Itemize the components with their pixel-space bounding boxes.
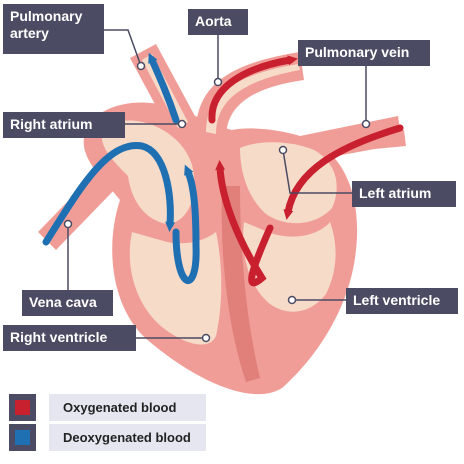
deoxygenated-flow <box>42 52 200 284</box>
aorta-lumen <box>206 64 300 134</box>
label-vena-cava-text: Vena cava <box>29 294 97 310</box>
leader-lines <box>67 29 367 339</box>
oxygenated-flow <box>208 55 404 287</box>
leader-dots <box>63 61 371 343</box>
label-vena-cava: Vena cava <box>22 290 113 316</box>
label-pulmonary-vein-text: Pulmonary vein <box>305 44 410 60</box>
label-aorta-text: Aorta <box>195 13 232 29</box>
legend-item-deoxygenated: Deoxygenated blood <box>9 424 206 451</box>
aorta-arrow <box>208 55 298 124</box>
label-left-ventricle: Left ventricle <box>346 288 458 314</box>
vena-cava-vessel <box>38 168 118 250</box>
septum <box>221 186 260 382</box>
legend-item-oxygenated: Oxygenated blood <box>9 394 206 421</box>
label-aorta: Aorta <box>188 9 248 35</box>
vena-cava-arrow <box>42 142 176 246</box>
legend-label-deoxygenated: Deoxygenated blood <box>49 424 206 451</box>
pulmonary-artery-arrow <box>148 52 180 124</box>
oxygenated-swatch <box>9 394 36 421</box>
pulmonary-vein-arrow <box>283 124 404 220</box>
label-left-atrium-text: Left atrium <box>359 185 432 201</box>
label-pulmonary-artery: Pulmonary artery <box>3 4 104 54</box>
label-right-ventricle-text: Right ventricle <box>10 329 108 345</box>
label-left-ventricle-text: Left ventricle <box>353 292 441 308</box>
label-right-ventricle: Right ventricle <box>3 325 136 351</box>
right-ventricle-arrow <box>172 164 200 284</box>
legend-label-oxygenated: Oxygenated blood <box>49 394 206 421</box>
label-right-atrium: Right atrium <box>3 112 125 138</box>
label-pulmonary-artery-text: Pulmonary artery <box>10 8 83 41</box>
label-right-atrium-text: Right atrium <box>10 116 93 132</box>
left-ventricle-arrow <box>215 160 274 287</box>
label-pulmonary-vein: Pulmonary vein <box>298 40 430 66</box>
deoxygenated-swatch <box>9 424 36 451</box>
label-left-atrium: Left atrium <box>352 181 456 207</box>
